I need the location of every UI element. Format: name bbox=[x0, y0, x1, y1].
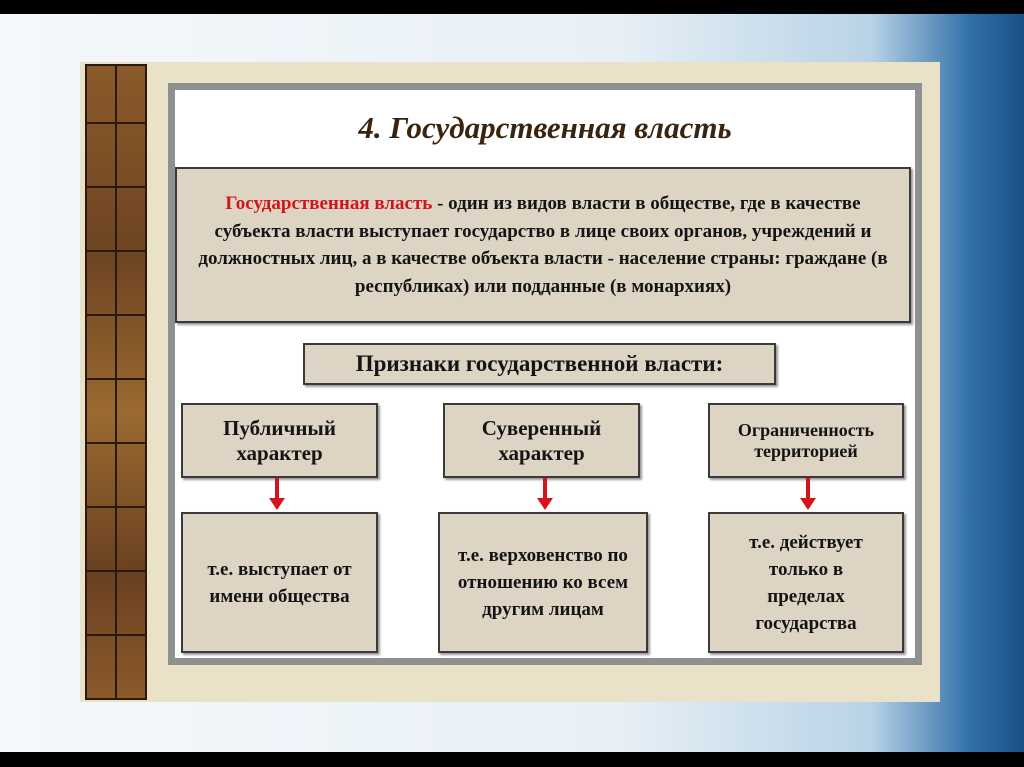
top-bar bbox=[0, 0, 1024, 14]
bottom-bar bbox=[0, 752, 1024, 767]
explanation-sovereign: т.е. верховенство по отношению ко всем д… bbox=[438, 512, 648, 653]
feature-public: Публичный характер bbox=[181, 403, 378, 478]
features-heading: Признаки государственной власти: bbox=[303, 343, 776, 385]
explanation-territory: т.е. действует только в пределах государ… bbox=[708, 512, 904, 653]
arrow-down-icon bbox=[537, 478, 553, 510]
definition-text: - один из видов власти в обществе, где в… bbox=[198, 193, 888, 297]
slide-title: 4. Государственная власть bbox=[358, 110, 732, 145]
decorative-strip bbox=[85, 64, 147, 700]
feature-sovereign: Суверенный характер bbox=[443, 403, 640, 478]
definition-term: Государственная власть bbox=[225, 193, 433, 214]
arrow-down-icon bbox=[800, 478, 816, 510]
arrow-down-icon bbox=[269, 478, 285, 510]
definition-box: Государственная власть - один из видов в… bbox=[175, 167, 911, 323]
explanation-public: т.е. выступает от имени общества bbox=[181, 512, 378, 653]
feature-territory: Ограниченность территорией bbox=[708, 403, 904, 478]
